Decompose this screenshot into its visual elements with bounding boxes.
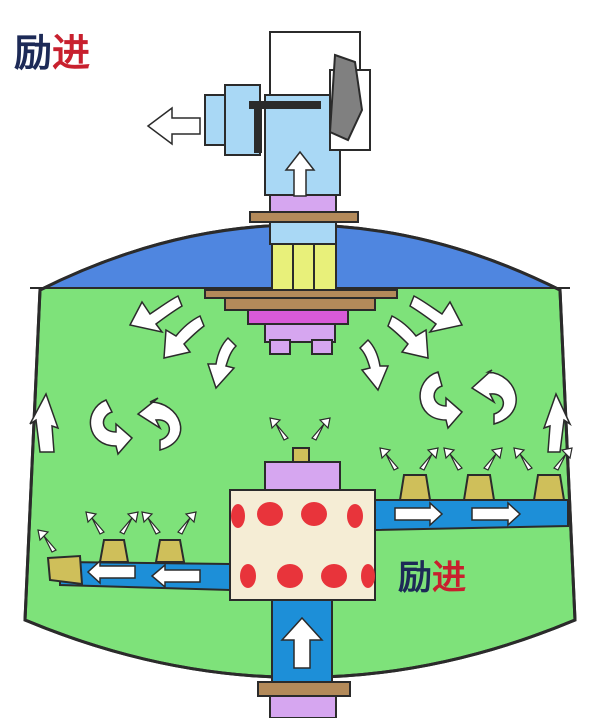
small-arrow: [119, 511, 139, 535]
inner-flange-lower: [224, 297, 376, 311]
spray-arrow: [358, 338, 390, 392]
small-arrow: [37, 529, 57, 553]
right-pipe-arrow: [394, 501, 444, 527]
spray-arrow: [29, 392, 60, 453]
watermark-logo-middle: 励进: [398, 550, 466, 599]
inlet-up-arrow: [280, 616, 324, 669]
red-dot: [231, 504, 245, 528]
flow-arrows: [86, 106, 522, 669]
red-dot: [361, 564, 375, 588]
bottom-fitting: [269, 695, 337, 718]
nozzle: [98, 539, 130, 563]
valve-stem-vertical: [254, 101, 262, 153]
curl-arrow: [419, 371, 464, 430]
small-arrow: [513, 447, 533, 471]
nozzle: [462, 474, 496, 501]
red-dot: [321, 564, 347, 588]
valve-stem-horizontal: [249, 101, 321, 109]
pump-top-cap: [264, 461, 341, 491]
nozzle: [154, 539, 186, 563]
spray-arrow: [542, 392, 572, 453]
small-arrow: [419, 447, 439, 471]
valve-neck: [269, 194, 337, 214]
red-dot: [257, 502, 283, 526]
watermark-logo-top: 励进: [14, 22, 90, 77]
magenta-seal: [247, 309, 349, 325]
small-arrow: [141, 511, 161, 535]
small-arrow: [311, 417, 331, 441]
small-arrow: [177, 511, 197, 535]
red-dot: [277, 564, 303, 588]
outlet-flow-arrow: [146, 106, 201, 146]
nozzle: [532, 474, 566, 501]
small-arrow: [553, 447, 573, 471]
watermark-char: 进: [52, 30, 91, 75]
nozzle: [398, 474, 432, 501]
bottom-flange: [257, 681, 351, 697]
curl-arrow: [136, 397, 182, 451]
nozzle-sprays: [37, 417, 573, 553]
spray-arrow: [387, 314, 429, 359]
curl-arrow: [470, 369, 517, 425]
red-dot: [301, 502, 327, 526]
small-arrow: [379, 447, 399, 471]
yellow-connector: [271, 243, 337, 291]
small-arrow: [483, 447, 503, 471]
left-pipe: [59, 560, 231, 592]
top-flange: [249, 211, 359, 223]
pump-top-nozzle: [292, 447, 310, 463]
spray-arrow: [163, 314, 205, 359]
purple-base: [264, 323, 336, 343]
pump-dots: [231, 502, 375, 588]
red-dot: [240, 564, 256, 588]
small-arrow: [269, 417, 289, 441]
neck-pipe: [269, 221, 337, 245]
spray-arrow: [409, 294, 464, 334]
valve-up-arrow: [284, 150, 316, 197]
small-arrow: [443, 447, 463, 471]
red-dot: [347, 504, 363, 528]
spray-arrow: [128, 294, 183, 334]
watermark-char: 励: [398, 558, 432, 598]
right-pipe-arrow: [471, 501, 522, 527]
left-pipe-arrow: [86, 559, 136, 585]
watermark-char: 进: [432, 558, 466, 598]
spray-arrows: [29, 294, 572, 456]
small-arrow: [85, 511, 105, 535]
curl-arrow: [89, 399, 134, 456]
diaphragm: [328, 53, 364, 142]
watermark-char: 励: [14, 30, 53, 75]
left-end-nozzle: [46, 554, 84, 586]
inner-flange-upper: [204, 289, 398, 299]
left-pipe-arrow: [150, 563, 201, 589]
spray-arrow: [206, 336, 238, 390]
